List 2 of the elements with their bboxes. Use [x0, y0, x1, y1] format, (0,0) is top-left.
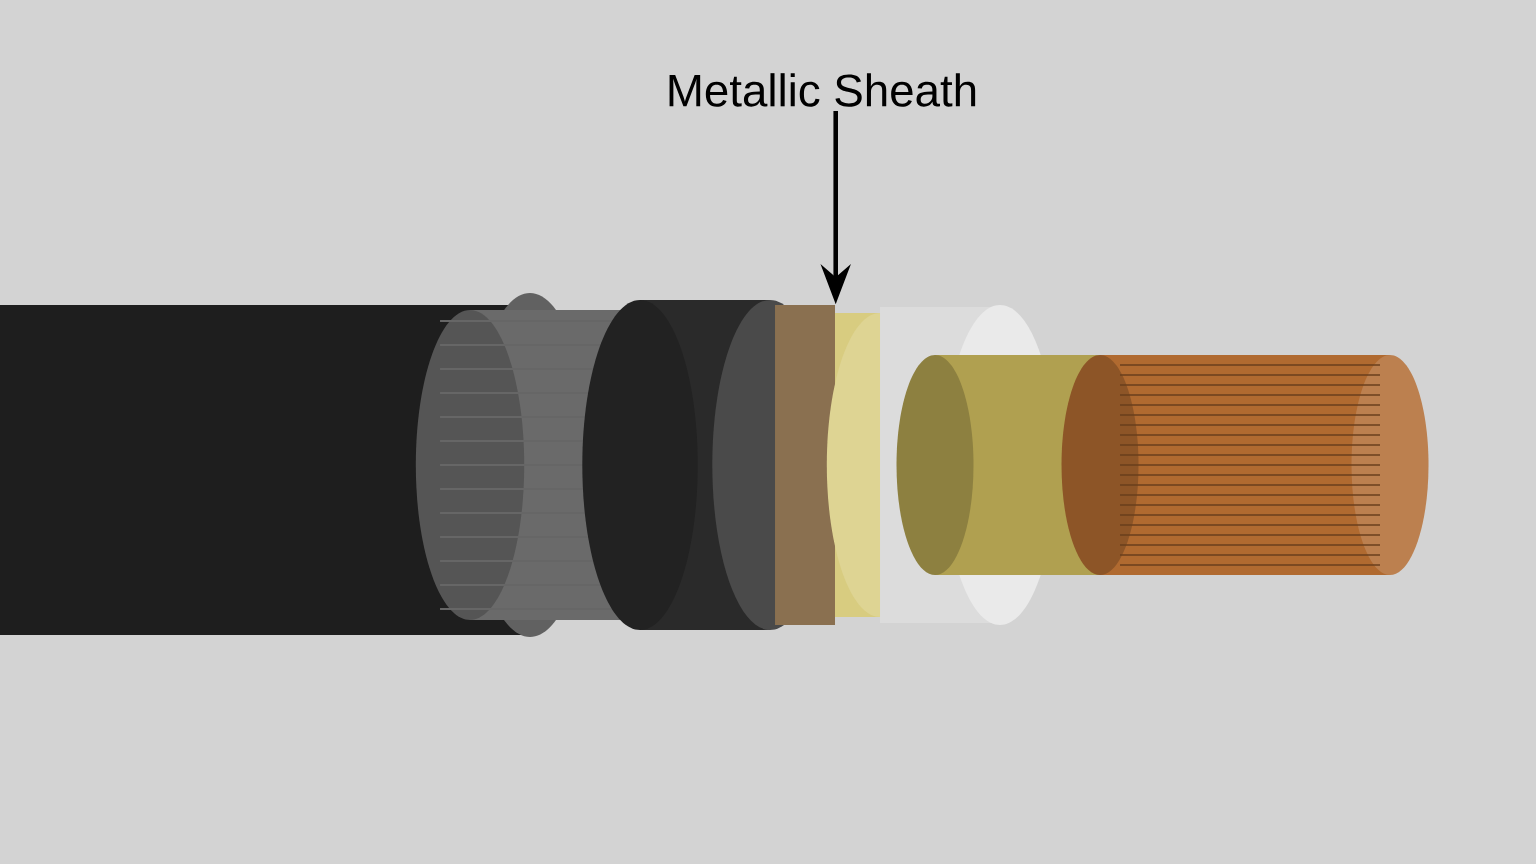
metallic-sheath: [775, 305, 835, 625]
callout-label: Metallic Sheath: [669, 73, 976, 107]
